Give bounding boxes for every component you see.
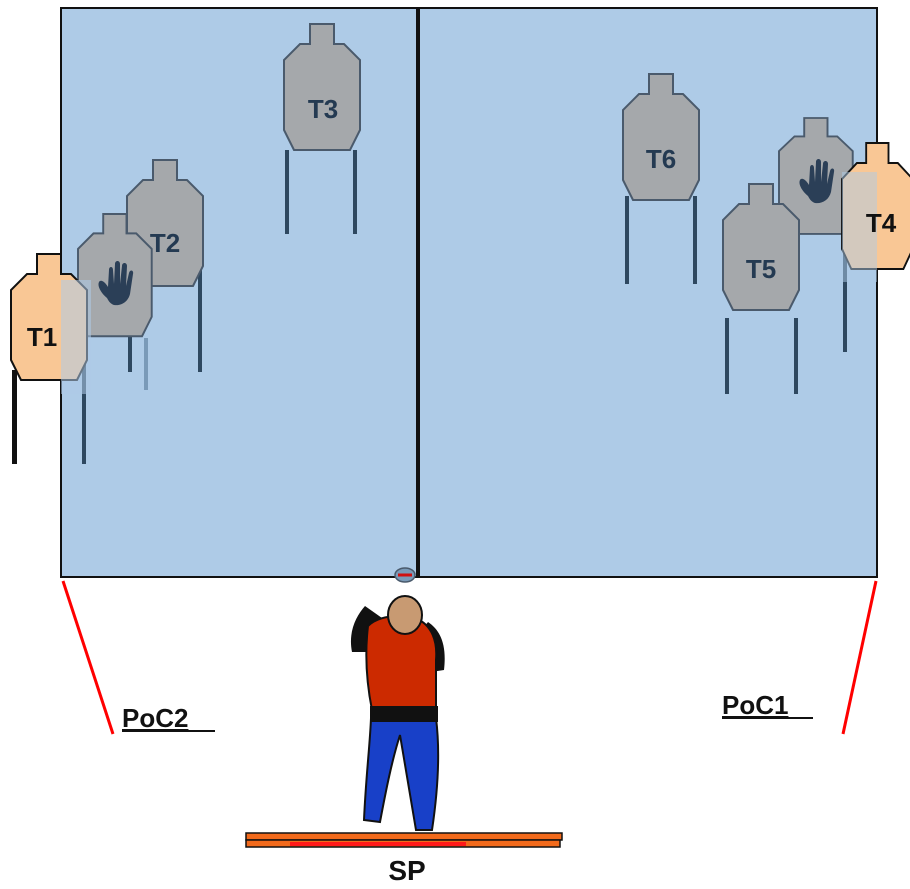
target-t3: T3 [283,23,361,234]
poc1-label: PoC1 [722,690,788,720]
shooter-figure [350,595,445,831]
t5-label: T5 [746,254,776,284]
no-shoot-left [77,213,153,464]
t2-label: T2 [150,228,180,258]
start-position-box [245,832,563,848]
no-shoot-right [778,117,854,352]
fault-line-right [841,580,878,735]
target-t1: T1 [10,253,91,394]
poc2-label: PoC2 [122,703,188,733]
target-t5: T5 [722,183,800,394]
target-t6: T6 [622,73,700,284]
start-position-label: SP [388,855,425,886]
t6-label: T6 [646,144,676,174]
target-t4: T4 [841,142,910,282]
t4-label: T4 [866,208,897,238]
t1-label: T1 [27,322,57,352]
fault-line-left [61,580,115,735]
t3-label: T3 [308,94,338,124]
t1-leg [12,370,17,464]
